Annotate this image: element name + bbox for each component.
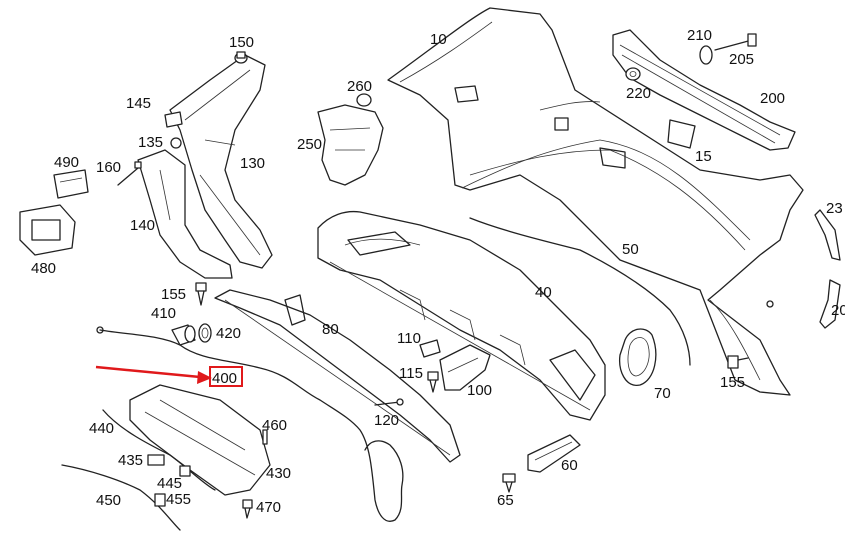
- callout-155-right: 155: [720, 374, 745, 391]
- control-module-490[interactable]: [53, 169, 89, 199]
- highlight-arrow-shaft: [95, 365, 201, 379]
- cable-450[interactable]: [61, 464, 181, 531]
- screw-470[interactable]: [242, 499, 253, 519]
- nut-260[interactable]: [356, 93, 372, 107]
- callout-435: 435: [118, 452, 143, 469]
- nut-150[interactable]: [234, 51, 248, 64]
- lower-diffuser[interactable]: [317, 210, 606, 421]
- lower-bracket-430[interactable]: [129, 384, 271, 496]
- callout-10: 10: [430, 31, 447, 48]
- callout-80: 80: [322, 321, 339, 338]
- callout-20-right: 20: [831, 302, 845, 319]
- reflector-60[interactable]: [527, 434, 581, 473]
- clip-65[interactable]: [502, 473, 516, 493]
- callout-480: 480: [31, 260, 56, 277]
- callout-115: 115: [399, 365, 423, 382]
- screw-120[interactable]: [374, 398, 404, 406]
- sensor-ring-420[interactable]: [198, 323, 212, 343]
- bracket-140[interactable]: [137, 149, 233, 279]
- callout-430: 430: [266, 465, 291, 482]
- screw-160[interactable]: [117, 161, 142, 186]
- callout-460: 460: [262, 417, 287, 434]
- callout-135: 135: [138, 134, 163, 151]
- side-trim-23[interactable]: [814, 209, 841, 329]
- callout-65: 65: [497, 492, 514, 509]
- callout-150: 150: [229, 34, 254, 51]
- callout-130: 130: [240, 155, 265, 172]
- callout-470: 470: [256, 499, 281, 516]
- trim-strip-50[interactable]: [469, 217, 691, 366]
- nut-135[interactable]: [170, 137, 182, 149]
- callout-160: 160: [96, 159, 121, 176]
- grommet-220[interactable]: [625, 67, 641, 81]
- connector-455[interactable]: [154, 493, 166, 507]
- callout-15: 15: [695, 148, 712, 165]
- mount-250[interactable]: [317, 104, 384, 186]
- callout-210: 210: [687, 27, 712, 44]
- callout-100: 100: [467, 382, 492, 399]
- callout-145: 145: [126, 95, 151, 112]
- clip-155-right[interactable]: [727, 355, 749, 369]
- callout-60: 60: [561, 457, 578, 474]
- crossmember-bracket[interactable]: [612, 29, 796, 151]
- callout-440: 440: [89, 420, 114, 437]
- callout-410: 410: [151, 305, 176, 322]
- connector-445[interactable]: [179, 465, 191, 477]
- bolt-205[interactable]: [714, 33, 757, 51]
- callout-23: 23: [826, 200, 843, 217]
- callout-140: 140: [130, 217, 155, 234]
- pin-460[interactable]: [262, 429, 268, 445]
- screw-115[interactable]: [427, 371, 439, 393]
- wiring-harness[interactable]: [99, 329, 404, 522]
- reinforcement-rail[interactable]: [214, 289, 461, 463]
- cable-440[interactable]: [102, 409, 216, 491]
- callout-260: 260: [347, 78, 372, 95]
- bracket-100[interactable]: [439, 344, 491, 391]
- washer-210[interactable]: [699, 45, 713, 65]
- callout-120: 120: [374, 412, 399, 429]
- callout-450: 450: [96, 492, 121, 509]
- callout-400: 400: [212, 370, 237, 387]
- highlight-arrow-head: [197, 371, 212, 384]
- callout-155-left: 155: [161, 286, 186, 303]
- callout-220: 220: [626, 85, 651, 102]
- callout-40: 40: [535, 284, 552, 301]
- rivet-155-left[interactable]: [195, 282, 207, 306]
- callout-110: 110: [397, 330, 421, 347]
- callout-455: 455: [166, 491, 191, 508]
- reflector-70[interactable]: [619, 328, 657, 386]
- callout-70: 70: [654, 385, 671, 402]
- callout-205: 205: [729, 51, 754, 68]
- sensor-410[interactable]: [171, 324, 196, 346]
- side-bracket-130[interactable]: [169, 54, 273, 269]
- callout-445: 445: [157, 475, 182, 492]
- clip-110[interactable]: [419, 339, 441, 358]
- callout-490: 490: [54, 154, 79, 171]
- bumper-cover[interactable]: [387, 7, 804, 396]
- highlight-box: [209, 366, 243, 387]
- module-bracket-480[interactable]: [19, 204, 76, 256]
- callout-50: 50: [622, 241, 639, 258]
- connector-435[interactable]: [147, 454, 165, 466]
- callout-420: 420: [216, 325, 241, 342]
- callout-200: 200: [760, 90, 785, 107]
- clip-145[interactable]: [164, 111, 183, 128]
- callout-250: 250: [297, 136, 322, 153]
